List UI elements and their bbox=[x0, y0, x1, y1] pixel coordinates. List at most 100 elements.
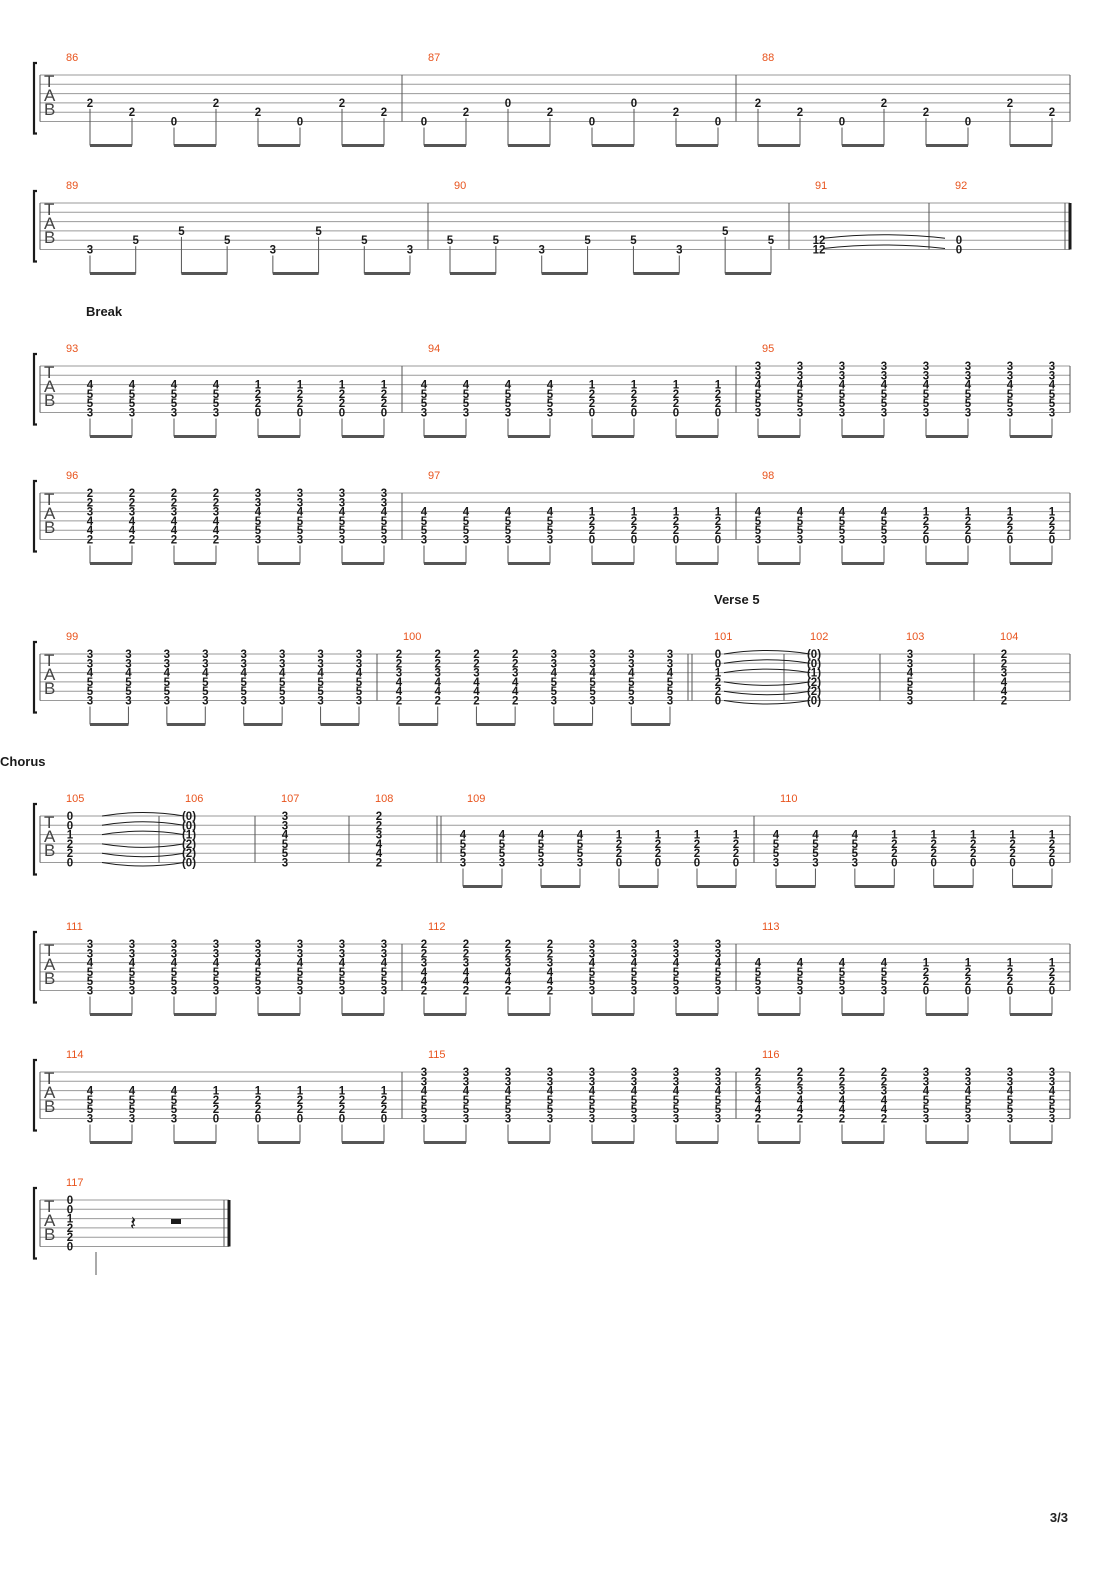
fret-number: 3 bbox=[715, 939, 721, 951]
fret-number: 2 bbox=[339, 1095, 345, 1107]
fret-number: 5 bbox=[463, 1104, 470, 1116]
fret-number: 2 bbox=[923, 976, 929, 988]
fret-number: 2 bbox=[755, 1114, 761, 1126]
fret-number: 5 bbox=[839, 967, 846, 979]
fret-number: 2 bbox=[881, 1076, 887, 1088]
fret-number: 4 bbox=[171, 958, 178, 970]
fret-number: 4 bbox=[631, 958, 638, 970]
fret-number: 0 bbox=[715, 408, 721, 420]
fret-number: 3 bbox=[923, 1067, 929, 1079]
fret-number: 2 bbox=[213, 98, 219, 110]
fret-number: (1) bbox=[182, 830, 196, 842]
measure-number: 97 bbox=[428, 470, 440, 482]
fret-number: 2 bbox=[673, 516, 679, 528]
fret-number: 2 bbox=[171, 497, 177, 509]
fret-number: 0 bbox=[733, 858, 739, 870]
fret-number: 5 bbox=[773, 839, 780, 851]
fret-number: 5 bbox=[339, 525, 346, 537]
fret-number: 0 bbox=[421, 117, 427, 129]
fret-number: 5 bbox=[164, 677, 171, 689]
fret-number: 3 bbox=[881, 986, 887, 998]
fret-number: 5 bbox=[87, 1104, 94, 1116]
fret-number: 5 bbox=[297, 516, 304, 528]
fret-number: 0 bbox=[505, 98, 511, 110]
fret-number: 1 bbox=[67, 830, 74, 842]
fret-number: 3 bbox=[339, 488, 345, 500]
fret-number: 4 bbox=[755, 958, 762, 970]
fret-number: 0 bbox=[381, 1114, 387, 1126]
fret-number: 3 bbox=[87, 948, 93, 960]
tab-clef-letter: B bbox=[44, 969, 55, 988]
fret-number: 3 bbox=[673, 986, 679, 998]
fret-number: 2 bbox=[473, 696, 479, 708]
fret-number: 2 bbox=[339, 389, 345, 401]
tab-clef-letter: B bbox=[44, 518, 55, 537]
fret-number: 3 bbox=[87, 986, 93, 998]
fret-number: 4 bbox=[317, 668, 324, 680]
fret-number: 5 bbox=[505, 398, 512, 410]
fret-number: 5 bbox=[881, 525, 888, 537]
fret-number: 2 bbox=[512, 649, 518, 661]
fret-number: 3 bbox=[755, 370, 761, 382]
fret-number: 2 bbox=[881, 1067, 887, 1079]
fret-number: 5 bbox=[755, 976, 762, 988]
fret-number: 4 bbox=[907, 668, 914, 680]
measure-number: 96 bbox=[66, 470, 78, 482]
fret-number: 4 bbox=[797, 958, 804, 970]
fret-number: 0 bbox=[213, 1114, 219, 1126]
fret-number: 3 bbox=[1049, 1076, 1055, 1088]
fret-number: 5 bbox=[631, 967, 638, 979]
fret-number: 3 bbox=[381, 488, 387, 500]
fret-number: 2 bbox=[213, 1095, 219, 1107]
fret-number: 4 bbox=[282, 830, 289, 842]
fret-number: 3 bbox=[551, 649, 557, 661]
fret-number: 3 bbox=[463, 1114, 469, 1126]
fret-number: 2 bbox=[435, 696, 441, 708]
fret-number: 3 bbox=[213, 986, 219, 998]
fret-number: 3 bbox=[297, 488, 303, 500]
fret-number: 2 bbox=[421, 986, 427, 998]
fret-number: 3 bbox=[125, 696, 131, 708]
fret-number: 3 bbox=[755, 361, 761, 373]
fret-number: 5 bbox=[1049, 398, 1056, 410]
fret-number: 3 bbox=[87, 939, 93, 951]
fret-number: 2 bbox=[755, 1076, 761, 1088]
fret-number: 5 bbox=[589, 677, 596, 689]
fret-number: 3 bbox=[421, 958, 427, 970]
tab-clef-letter: A bbox=[44, 377, 56, 396]
fret-number: 5 bbox=[673, 1104, 680, 1116]
fret-number: 4 bbox=[463, 976, 470, 988]
fret-number: 3 bbox=[376, 830, 382, 842]
fret-number: 2 bbox=[1001, 658, 1007, 670]
fret-number: 1 bbox=[631, 380, 638, 392]
fret-number: 4 bbox=[129, 525, 136, 537]
fret-number: 3 bbox=[839, 1086, 845, 1098]
measure: 9533455333455333455333455333455333455333… bbox=[755, 343, 1056, 438]
fret-number: 4 bbox=[797, 1104, 804, 1116]
fret-number: 3 bbox=[628, 649, 634, 661]
fret-number: 4 bbox=[839, 958, 846, 970]
fret-number: 5 bbox=[797, 967, 804, 979]
staff-system: TAB1144553455345531220122012201220122011… bbox=[32, 1049, 1071, 1144]
fret-number: 3 bbox=[547, 1076, 553, 1088]
fret-number: 5 bbox=[129, 967, 136, 979]
fret-number: 5 bbox=[797, 976, 804, 988]
measure-number: 90 bbox=[454, 180, 466, 192]
fret-number: 5 bbox=[87, 398, 94, 410]
measure-number: 98 bbox=[762, 470, 774, 482]
tie bbox=[101, 830, 185, 836]
fret-number: 4 bbox=[631, 1086, 638, 1098]
fret-number: 5 bbox=[881, 389, 888, 401]
fret-number: 1 bbox=[631, 507, 638, 519]
fret-number: 3 bbox=[463, 1076, 469, 1088]
fret-number: 1 bbox=[67, 1214, 74, 1226]
fret-number: 5 bbox=[852, 839, 859, 851]
fret-number: 3 bbox=[881, 535, 887, 547]
fret-number: 2 bbox=[1049, 516, 1055, 528]
fret-number: 3 bbox=[797, 370, 803, 382]
fret-number: 2 bbox=[505, 939, 511, 951]
fret-number: 3 bbox=[317, 696, 323, 708]
fret-number: 3 bbox=[129, 986, 135, 998]
fret-number: 4 bbox=[255, 507, 262, 519]
